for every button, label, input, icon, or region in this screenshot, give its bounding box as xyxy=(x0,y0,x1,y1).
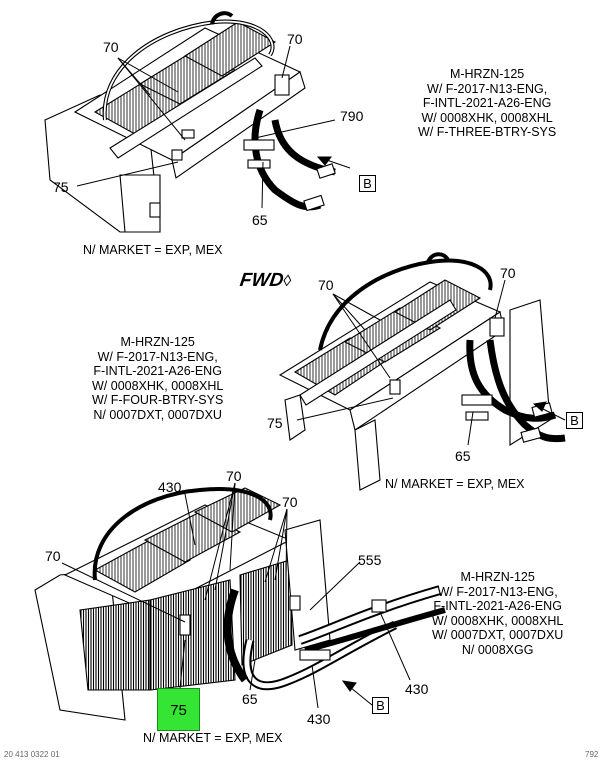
view-2-view-b-box: B xyxy=(566,412,583,429)
view-2-note-line: W/ F-FOUR-BTRY-SYS xyxy=(92,393,224,407)
forward-label: FWD xyxy=(238,270,285,291)
view-1-market-note: N/ MARKET = EXP, MEX xyxy=(83,243,223,257)
view-1-view-b-box: B xyxy=(359,175,376,192)
view-3-callout-70-right: 70 xyxy=(282,494,298,510)
view-2-note-line: F-INTL-2021-A26-ENG xyxy=(93,364,222,378)
forward-indicator: FWD◊ xyxy=(238,270,293,292)
view-2-note-line: M-HRZN-125 xyxy=(120,335,195,349)
view-2-leaders xyxy=(296,279,566,446)
view-1-note-line: F-INTL-2021-A26-ENG xyxy=(422,96,552,110)
footer-drawing-number: 20 413 0322 01 xyxy=(4,750,60,759)
view-3-callout-430-bottom: 430 xyxy=(307,711,331,727)
view-3-callout-555: 555 xyxy=(358,552,382,568)
view-2-note-line: W/ 0008XHK, 0008XHL xyxy=(92,378,224,393)
view-2-note-line: W/ F-2017-N13-ENG, xyxy=(97,349,218,364)
view-2-callout-70a: 70 xyxy=(318,277,334,293)
view-3-note-line: F-INTL-2021-A26-ENG xyxy=(433,599,562,613)
view-3-callout-430-right: 430 xyxy=(405,681,429,697)
view-3-leaders xyxy=(61,482,411,709)
view-3-note-line: W/ 0008XHK, 0008XHL xyxy=(432,613,564,628)
view-3-battery-box xyxy=(34,487,446,721)
view-1-callout-65: 65 xyxy=(252,212,268,228)
view-3-callout-65: 65 xyxy=(242,691,258,707)
view-1-note-line: W/ F-THREE-BTRY-SYS xyxy=(418,125,557,139)
view-3-note-line: W/ F-2017-N13-ENG, xyxy=(437,584,558,599)
view-2-note: M-HRZN-125 W/ F-2017-N13-ENG, F-INTL-202… xyxy=(92,335,223,422)
view-3-note-line: M-HRZN-125 xyxy=(460,570,535,584)
view-3-note: M-HRZN-125 W/ F-2017-N13-ENG, F-INTL-202… xyxy=(432,570,563,657)
view-1-battery-box xyxy=(44,11,336,233)
view-1-callout-70b: 70 xyxy=(287,31,303,47)
view-2-note-line: N/ 0007DXT, 0007DXU xyxy=(93,407,222,422)
view-1-callout-70a: 70 xyxy=(103,39,119,55)
view-2-callout-65: 65 xyxy=(455,448,471,464)
view-1-leaders xyxy=(76,45,351,209)
view-3-market-note: N/ MARKET = EXP, MEX xyxy=(143,731,283,745)
view-1-note: M-HRZN-125 W/ F-2017-N13-ENG, F-INTL-202… xyxy=(418,67,556,140)
view-3-callout-430-top: 430 xyxy=(158,479,182,495)
view-2-callout-70b: 70 xyxy=(500,265,516,281)
view-2-market-note: N/ MARKET = EXP, MEX xyxy=(385,477,525,491)
view-3-callout-70-center: 70 xyxy=(226,468,242,484)
view-3-view-b-box: B xyxy=(372,697,389,714)
view-1-callout-75: 75 xyxy=(53,179,69,195)
footer-page-ref: 792 xyxy=(585,750,599,759)
view-1-note-line: M-HRZN-125 xyxy=(449,67,525,81)
view-1-note-line: W/ F-2017-N13-ENG, xyxy=(427,81,548,96)
view-2-callout-75: 75 xyxy=(267,415,283,431)
view-1-note-line: W/ 0008XHK, 0008XHL xyxy=(421,110,553,125)
view-3-callout-70-left: 70 xyxy=(45,548,61,564)
view-2-battery-box xyxy=(278,252,566,491)
view-3-note-line: W/ 0007DXT, 0007DXU xyxy=(432,628,564,642)
view-1-callout-790: 790 xyxy=(340,108,364,124)
highlighted-callout-75[interactable]: 75 xyxy=(157,688,200,731)
view-3-note-line: N/ 0008XGG xyxy=(461,642,534,657)
